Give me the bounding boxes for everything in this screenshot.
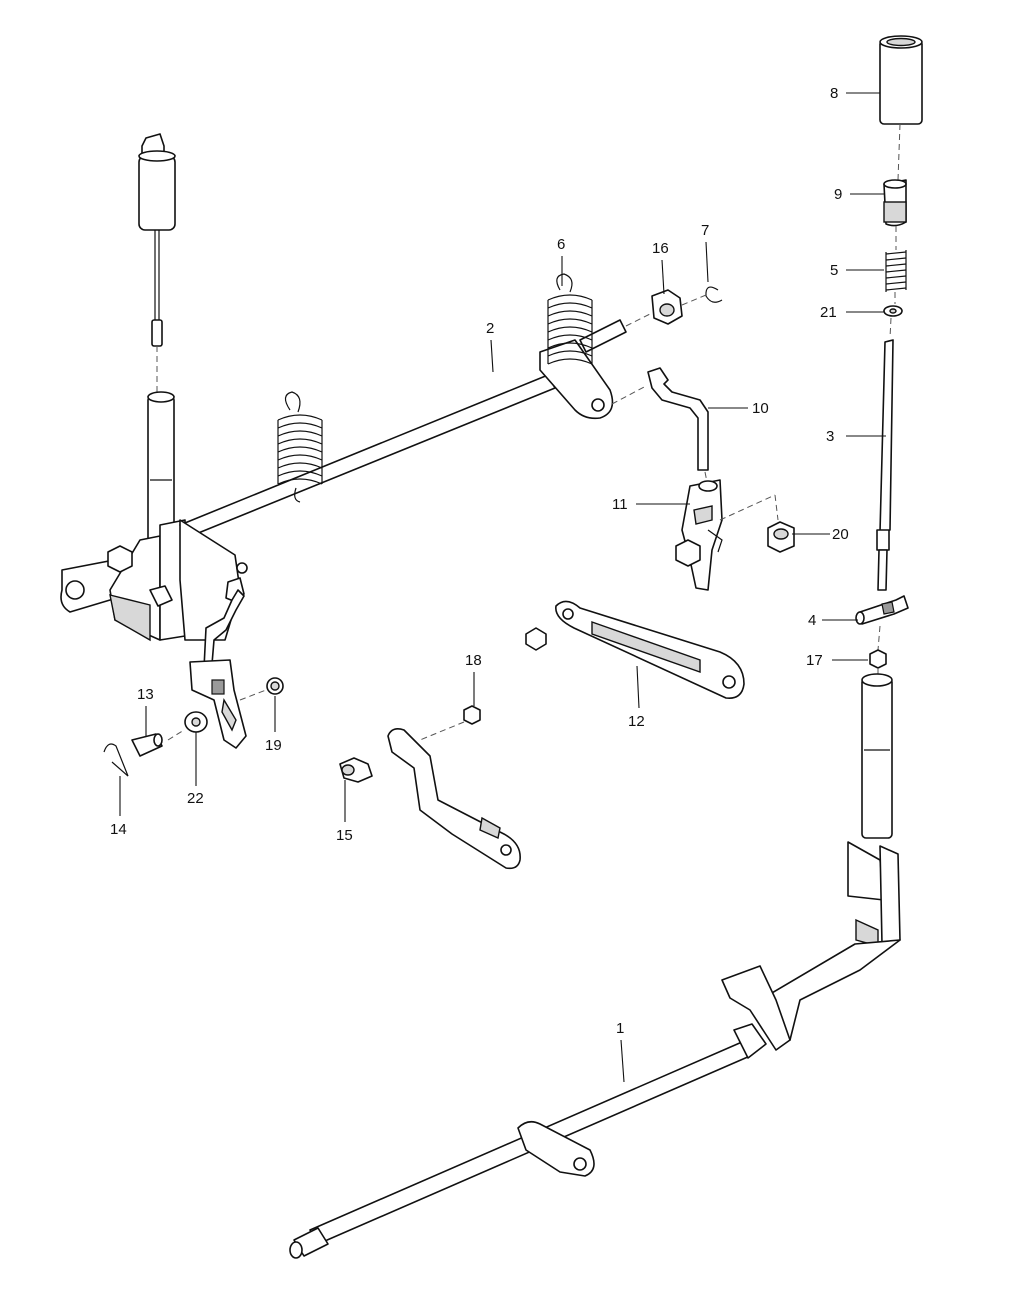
rod-3 <box>876 339 894 591</box>
sleeve-9 <box>883 179 907 227</box>
nut-20 <box>767 521 795 553</box>
hairpin-14 <box>103 743 129 777</box>
callout-12: 12 <box>628 713 645 730</box>
callout-18: 18 <box>465 652 482 669</box>
callout-20: 20 <box>832 526 849 543</box>
bracket-11 <box>675 479 723 591</box>
callout-17: 17 <box>806 652 823 669</box>
callout-8: 8 <box>830 85 838 102</box>
left-lever-assembly <box>60 133 186 642</box>
callout-9: 9 <box>834 186 842 203</box>
pin-4 <box>855 595 909 625</box>
callout-labels: 1 2 3 4 5 6 7 8 9 10 11 12 13 14 15 16 1… <box>110 85 849 1037</box>
link-rod-10 <box>647 367 709 471</box>
spring-6 <box>547 273 593 365</box>
leader-lines <box>119 92 886 1083</box>
callout-11: 11 <box>612 496 628 513</box>
callout-6: 6 <box>557 236 565 253</box>
lower-left-linkage <box>189 589 247 749</box>
spring-5 <box>885 250 907 292</box>
callout-21: 21 <box>820 304 837 321</box>
callout-3: 3 <box>826 428 834 445</box>
spring-left <box>277 391 323 503</box>
bolt-15 <box>339 757 373 783</box>
callout-5: 5 <box>830 262 838 279</box>
callout-10: 10 <box>752 400 769 417</box>
washer-22 <box>184 711 208 733</box>
nut-18 <box>463 705 481 725</box>
callout-2: 2 <box>486 320 494 337</box>
nut-17 <box>869 649 887 669</box>
clip-7 <box>705 286 723 303</box>
callout-16: 16 <box>652 240 669 257</box>
callout-13: 13 <box>137 686 154 703</box>
callout-19: 19 <box>265 737 282 754</box>
callout-1: 1 <box>616 1020 624 1037</box>
washer-19 <box>266 677 284 695</box>
callout-4: 4 <box>808 612 816 629</box>
curved-link <box>387 728 521 870</box>
grip-8 <box>879 35 923 125</box>
bushing-16 <box>651 289 683 325</box>
callout-22: 22 <box>187 790 204 807</box>
link-bar-12 <box>525 600 745 700</box>
washer-21 <box>883 305 903 317</box>
callout-14: 14 <box>110 821 127 838</box>
pin-13 <box>131 733 163 757</box>
callout-15: 15 <box>336 827 353 844</box>
lower-shaft-1 <box>289 1023 767 1259</box>
right-lever <box>721 673 901 1051</box>
cross-shaft-assembly <box>179 319 627 641</box>
callout-7: 7 <box>701 222 709 239</box>
